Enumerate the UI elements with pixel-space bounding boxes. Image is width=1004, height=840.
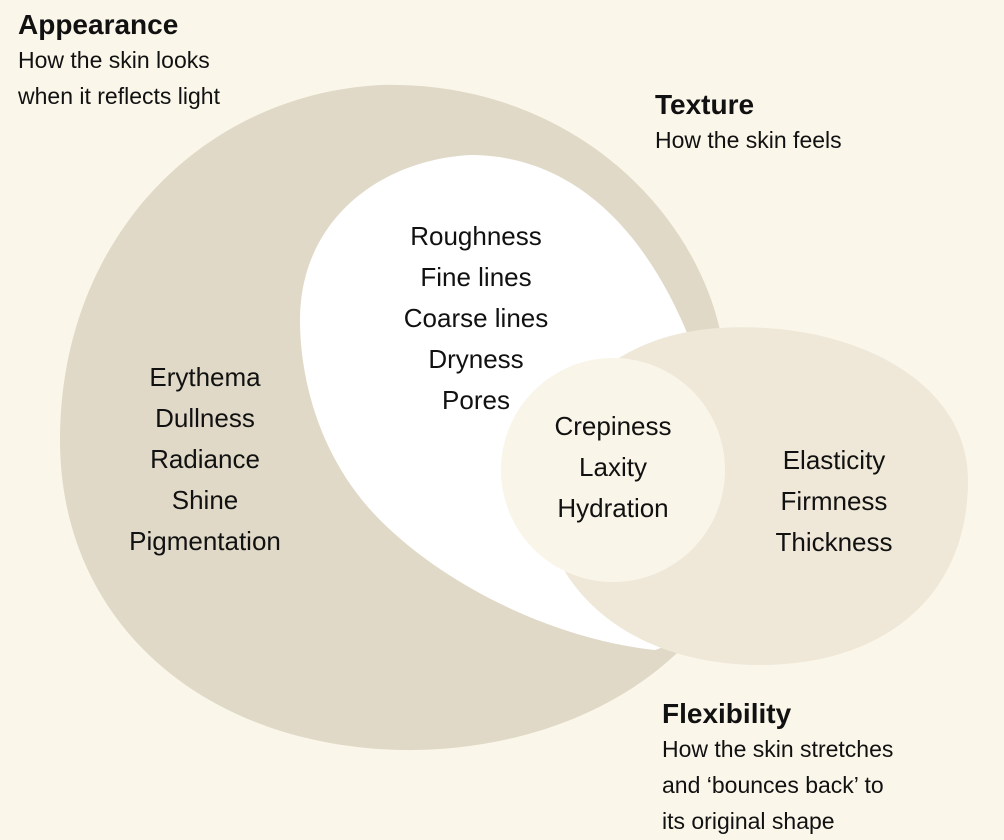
flexibility-desc-3: its original shape <box>662 808 835 834</box>
list-item: Erythema <box>149 362 261 392</box>
flexibility-desc-2: and ‘bounces back’ to <box>662 772 884 798</box>
overlap-items: Crepiness Laxity Hydration <box>554 406 671 529</box>
appearance-items: Erythema Dullness Radiance Shine Pigment… <box>129 357 281 562</box>
appearance-title: Appearance <box>18 9 179 40</box>
list-item: Crepiness <box>554 411 672 441</box>
list-item: Hydration <box>557 493 669 523</box>
list-item: Pores <box>442 385 510 415</box>
appearance-desc-2: when it reflects light <box>18 83 220 109</box>
texture-desc-1: How the skin feels <box>655 127 842 153</box>
flexibility-desc-1: How the skin stretches <box>662 736 894 762</box>
texture-items: Roughness Fine lines Coarse lines Drynes… <box>404 216 549 421</box>
texture-label: Texture How the skin feels <box>655 88 842 158</box>
flexibility-items: Elasticity Firmness Thickness <box>775 440 892 563</box>
flexibility-title: Flexibility <box>662 698 792 729</box>
list-item: Coarse lines <box>403 303 549 333</box>
list-item: Radiance <box>150 444 260 474</box>
list-item: Firmness <box>780 486 888 516</box>
list-item: Roughness <box>410 221 542 251</box>
overlap-circle <box>501 358 725 582</box>
list-item: Dullness <box>155 403 255 433</box>
appearance-label: Appearance How the skin looks when it re… <box>18 8 220 114</box>
list-item: Pigmentation <box>129 526 281 556</box>
list-item: Thickness <box>775 527 893 557</box>
appearance-desc-1: How the skin looks <box>18 47 210 73</box>
list-item: Dryness <box>428 344 524 374</box>
list-item: Elasticity <box>782 445 886 475</box>
list-item: Laxity <box>579 452 647 482</box>
texture-title: Texture <box>655 89 755 120</box>
flexibility-label: Flexibility How the skin stretches and ‘… <box>662 697 893 839</box>
list-item: Shine <box>171 485 239 515</box>
list-item: Fine lines <box>420 262 532 292</box>
